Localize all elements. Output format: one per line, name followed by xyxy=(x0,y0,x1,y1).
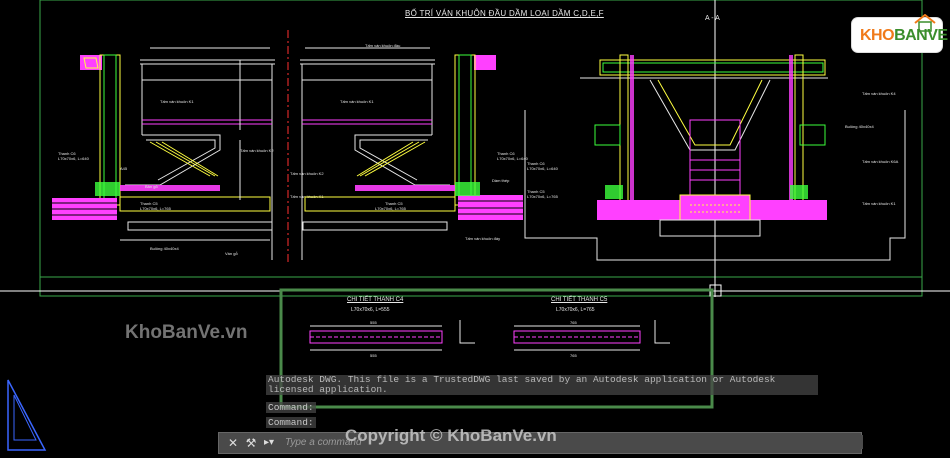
svg-text:Bulông 40x40x4: Bulông 40x40x4 xyxy=(150,246,179,251)
svg-text:Thanh C5: Thanh C5 xyxy=(140,201,158,206)
ucs-triangle xyxy=(7,379,47,451)
svg-text:Dầm thép: Dầm thép xyxy=(492,178,510,183)
svg-text:Tấm ván khuôn K6A: Tấm ván khuôn K6A xyxy=(862,159,899,164)
svg-text:765: 765 xyxy=(570,353,577,358)
command-message: Autodesk DWG. This file is a TrustedDWG … xyxy=(266,375,818,395)
command-line-2: Command: xyxy=(266,417,316,428)
svg-text:Thanh C5: Thanh C5 xyxy=(385,201,403,206)
svg-text:L70x70x6, L=765: L70x70x6, L=765 xyxy=(140,206,172,211)
left-section-drawing: Tấm ván khuôn K1 Tấm ván khuôn K2 Tấm vá… xyxy=(52,47,324,260)
detail-c4-drawing: 555 555 xyxy=(309,320,475,358)
section-aa-drawing: Tấm ván khuôn K4 Bulông 40x40x4 Tấm ván … xyxy=(524,54,906,261)
logo-text: KHOBANVE xyxy=(860,27,948,44)
command-input[interactable] xyxy=(281,435,863,449)
svg-text:555: 555 xyxy=(370,353,377,358)
svg-text:L70x70x6, L=640: L70x70x6, L=640 xyxy=(58,156,90,161)
svg-text:Tấm ván khuôn K1: Tấm ván khuôn K1 xyxy=(862,201,896,206)
svg-text:Ván gỗ: Ván gỗ xyxy=(225,251,238,256)
command-history: Autodesk DWG. This file is a TrustedDWG … xyxy=(266,373,818,428)
detail-c4-title: CHI TIẾT THANH C4 xyxy=(347,297,404,303)
detail-c4-subtitle: L70x70x6, L=555 xyxy=(351,307,390,313)
svg-text:Thanh C6: Thanh C6 xyxy=(527,161,545,166)
detail-c5-subtitle: L70x70x6, L=765 xyxy=(556,307,595,313)
command-prompt-icon[interactable]: ▸▾ xyxy=(263,437,275,448)
svg-text:Tấm ván khuôn K2: Tấm ván khuôn K2 xyxy=(290,171,324,176)
svg-text:Tấm ván khuôn đáy: Tấm ván khuôn đáy xyxy=(465,236,500,241)
section-label: A - A xyxy=(705,15,720,22)
detail-c5-drawing: 765 765 xyxy=(513,320,670,358)
detail-c5-title: CHI TIẾT THANH C5 xyxy=(551,297,608,303)
copyright-watermark: Copyright © KhoBanVe.vn xyxy=(345,426,557,445)
house-logo-icon xyxy=(914,14,936,32)
drawing-title: BỐ TRÍ VÁN KHUÔN ĐẦU DẦM LOẠI DẦM C,D,E,… xyxy=(405,9,604,18)
command-bar: ✕ ⚒ ▸▾ xyxy=(218,432,863,454)
drawing-frame xyxy=(39,0,923,297)
svg-text:Tấm ván khuôn K1: Tấm ván khuôn K1 xyxy=(160,99,194,104)
svg-text:Bản gỗ: Bản gỗ xyxy=(145,184,158,189)
svg-text:Thanh C6: Thanh C6 xyxy=(497,151,515,156)
close-icon[interactable]: ✕ xyxy=(227,436,239,450)
wrench-icon[interactable]: ⚒ xyxy=(245,436,257,450)
svg-text:Tấm ván khuôn K1: Tấm ván khuôn K1 xyxy=(340,99,374,104)
svg-text:L70x70x6, L=640: L70x70x6, L=640 xyxy=(497,156,529,161)
khobanve-logo: KHOBANVE xyxy=(852,14,948,52)
svg-text:765: 765 xyxy=(570,320,577,325)
svg-text:Bulông 40x40x4: Bulông 40x40x4 xyxy=(845,124,874,129)
command-line-1: Command: xyxy=(266,402,316,413)
svg-text:L70x70x6, L=765: L70x70x6, L=765 xyxy=(375,206,407,211)
svg-text:Tấm ván khuôn K4: Tấm ván khuôn K4 xyxy=(862,91,896,96)
svg-text:Tấm ván khuôn K2: Tấm ván khuôn K2 xyxy=(240,148,274,153)
svg-text:A45: A45 xyxy=(120,166,128,171)
svg-text:Tấm ván khuôn đầu: Tấm ván khuôn đầu xyxy=(365,43,400,48)
svg-text:555: 555 xyxy=(370,320,377,325)
svg-text:L70x70x6, L=640: L70x70x6, L=640 xyxy=(527,166,559,171)
right-section-drawing: Tấm ván khuôn đầu Tấm ván khuôn K1 Thanh… xyxy=(300,43,529,260)
svg-text:Thanh C5: Thanh C5 xyxy=(527,189,545,194)
watermark-left: KhoBanVe.vn xyxy=(125,322,248,343)
detail-zoom-box xyxy=(279,288,714,409)
svg-text:L70x70x6, L=765: L70x70x6, L=765 xyxy=(527,194,559,199)
svg-text:Thanh C6: Thanh C6 xyxy=(58,151,76,156)
